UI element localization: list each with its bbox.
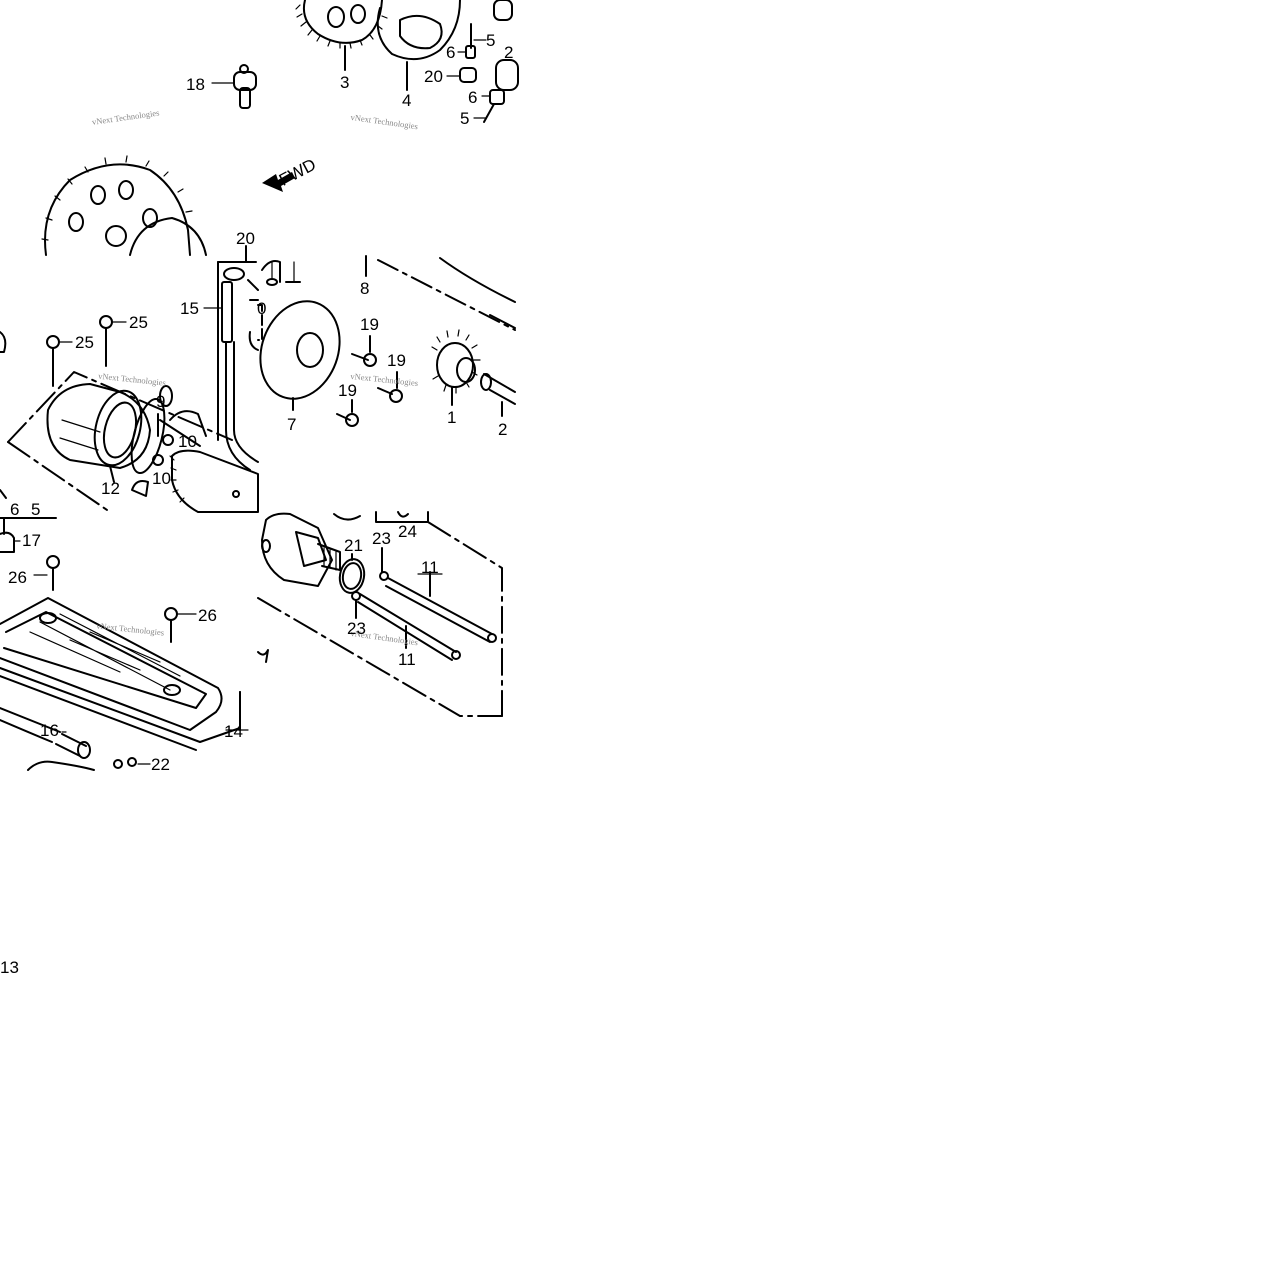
callout-12: 12 (101, 479, 120, 498)
callout-25a: 25 (129, 313, 148, 332)
callout-16: 16 (40, 721, 59, 740)
shaft-2-drawing (480, 373, 516, 417)
callout-6c: 6 (10, 500, 19, 519)
callout-19b: 19 (387, 351, 406, 370)
bottom-left-tile: vNext Technologies 6 5 17 26 26 14 16 22 (0, 500, 269, 774)
callout-19c: 19 (338, 381, 357, 400)
callout-6a: 6 (446, 43, 455, 62)
callout-11a: 11 (421, 558, 439, 577)
callout-23b: 23 (347, 619, 366, 638)
callout-25b: 25 (75, 333, 94, 352)
top-tile: FWD vNext Technologies vNext Technologie… (41, 0, 519, 256)
bottom-right-tile: vNext Technologies 24 23 21 11 23 11 (257, 511, 503, 717)
callout-23a: 23 (372, 529, 391, 548)
watermark-1: vNext Technologies (91, 108, 160, 127)
callout-20a: 20 (424, 67, 443, 86)
callout-19a: 19 (360, 315, 379, 334)
watermark-5: vNext Technologies (96, 620, 165, 637)
disc-7-drawing (259, 300, 341, 411)
callout-20b: 20 (236, 229, 255, 248)
fwd-label: FWD (276, 155, 319, 190)
callout-5a: 5 (486, 31, 495, 50)
callout-5b: 5 (460, 109, 469, 128)
watermark-2: vNext Technologies (350, 112, 419, 131)
callout-0: 0 (257, 299, 266, 318)
callout-6b: 6 (468, 88, 477, 107)
callout-10a: 10 (178, 432, 197, 451)
fwd-arrow (262, 172, 295, 192)
callout-8: 8 (360, 279, 369, 298)
callout-1: 1 (447, 408, 456, 427)
callout-5c: 5 (31, 500, 40, 519)
callout-24: 24 (398, 522, 417, 541)
valve-18-drawing (211, 64, 257, 109)
watermark-3: vNext Technologies (350, 371, 419, 388)
motor-drawing (0, 385, 259, 513)
callout-21: 21 (344, 536, 363, 555)
callout-18: 18 (186, 75, 205, 94)
middle-right-tile: vNext Technologies 8 19 19 19 7 1 2 (257, 255, 516, 439)
callout-9: 9 (156, 392, 165, 411)
callout-10b: 10 (152, 469, 171, 488)
callout-3: 3 (340, 73, 349, 92)
bolts-11-drawing (351, 547, 497, 661)
callout-15: 15 (180, 299, 199, 318)
gear-1-drawing (431, 329, 481, 406)
callout-13: 13 (0, 958, 19, 977)
cable-15-drawing (203, 245, 259, 471)
tube-16-drawing (0, 707, 91, 759)
watermark-4: vNext Technologies (98, 371, 167, 388)
callout-2a: 2 (504, 43, 513, 62)
callout-4: 4 (402, 91, 411, 110)
gear-3-drawing (295, 0, 388, 71)
bolts-25-drawing (0, 315, 127, 387)
callout-11b: 11 (398, 650, 416, 669)
callout-14: 14 (224, 722, 243, 741)
pin-parts-drawing (446, 0, 519, 123)
middle-left-tile: vNext Technologies 20 15 0 25 25 9 10 10… (0, 229, 266, 513)
cover-drawing (0, 597, 249, 751)
callout-26a: 26 (8, 568, 27, 587)
bolts-19-drawing (336, 335, 403, 427)
callout-22a: 22 (151, 755, 170, 774)
callout-26b: 26 (198, 606, 217, 625)
callout-7: 7 (287, 415, 296, 434)
plate-4-drawing (376, 0, 461, 91)
large-gear-drawing (41, 155, 207, 256)
motor-end-drawing (261, 512, 361, 587)
callout-17: 17 (22, 531, 41, 550)
callout-2b: 2 (498, 420, 507, 439)
oring-21-drawing (338, 553, 366, 594)
starter-housing-drawing (7, 371, 233, 513)
